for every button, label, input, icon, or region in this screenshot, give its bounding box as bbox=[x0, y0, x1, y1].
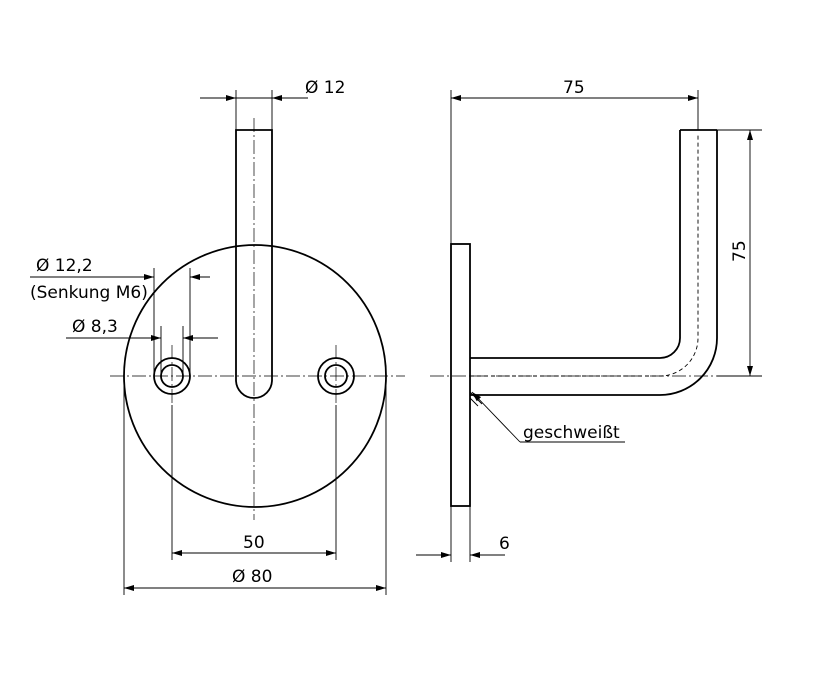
vertical-length-label: 75 bbox=[730, 240, 750, 262]
tube-side-outer-line bbox=[470, 130, 718, 396]
counterbore-note: (Senkung M6) bbox=[30, 283, 148, 303]
counterbore-diameter-label: Ø 12,2 bbox=[36, 256, 93, 276]
plate-diameter-label: Ø 80 bbox=[232, 567, 272, 587]
weld-note: geschweißt bbox=[523, 423, 620, 443]
tube-side-inner-line bbox=[470, 130, 681, 359]
tube-front-outline bbox=[235, 129, 273, 399]
hole-spacing-label: 50 bbox=[243, 533, 265, 553]
side-view: 75 75 6 geschweißt bbox=[416, 78, 762, 562]
tube-diameter-label: Ø 12 bbox=[305, 78, 345, 98]
horizontal-length-label: 75 bbox=[563, 78, 585, 98]
weld-bead bbox=[469, 391, 483, 407]
front-view: Ø 12 Ø 12,2 (Senkung M6) Ø 8,3 50 Ø 80 bbox=[30, 78, 405, 595]
hole-diameter-label: Ø 8,3 bbox=[72, 317, 118, 337]
plate-side-outline bbox=[450, 243, 471, 507]
plate-thickness-label: 6 bbox=[499, 534, 510, 554]
weld-leader-line bbox=[471, 391, 521, 443]
